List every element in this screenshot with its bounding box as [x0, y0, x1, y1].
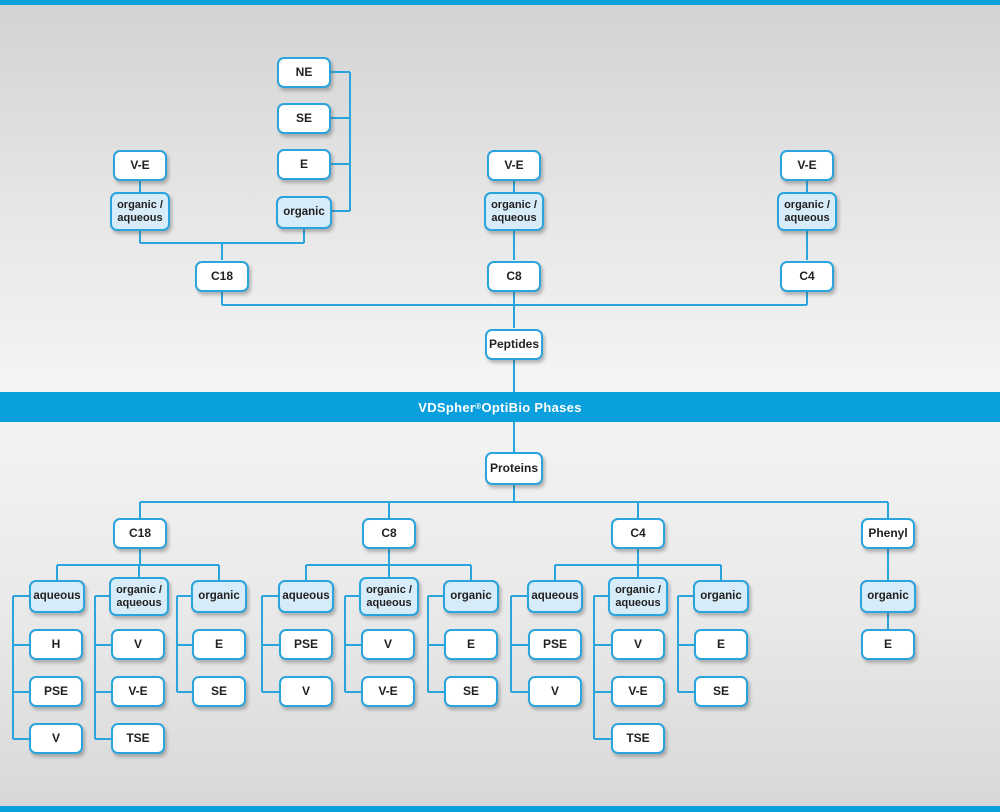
node-organic-aqueous-peptides-c8: organic / aqueous: [484, 192, 544, 231]
node-organic-aqueous-proteins-c8: organic / aqueous: [359, 577, 419, 616]
node-phase-pse: PSE: [279, 629, 333, 660]
node-c8-proteins: C8: [362, 518, 416, 549]
node-proteins-root: Proteins: [485, 452, 543, 485]
node-ve-peptides-c8: V-E: [487, 150, 541, 181]
node-phase-v: V: [279, 676, 333, 707]
node-organic-proteins-phenyl: organic: [860, 580, 916, 613]
node-ve-peptides-c4: V-E: [780, 150, 834, 181]
node-phase-v: V: [611, 629, 665, 660]
node-phase-se: SE: [192, 676, 246, 707]
node-phase-ve: V-E: [361, 676, 415, 707]
node-organic-aqueous-proteins-c4: organic / aqueous: [608, 577, 668, 616]
node-c18-peptides: C18: [195, 261, 249, 292]
banner-brand: VDSpher: [418, 399, 476, 415]
node-organic-peptides-c18: organic: [276, 196, 332, 229]
node-se-peptides-c18: SE: [277, 103, 331, 134]
node-ne-peptides-c18: NE: [277, 57, 331, 88]
node-phase-ve: V-E: [611, 676, 665, 707]
node-ve-peptides-c18: V-E: [113, 150, 167, 181]
node-phenyl-proteins: Phenyl: [861, 518, 915, 549]
node-phase-pse: PSE: [528, 629, 582, 660]
top-accent-bar: [0, 0, 1000, 5]
node-peptides-root: Peptides: [485, 329, 543, 360]
node-phase-h: H: [29, 629, 83, 660]
node-aqueous-proteins-c18: aqueous: [29, 580, 85, 613]
node-c4-proteins: C4: [611, 518, 665, 549]
node-phase-v: V: [111, 629, 165, 660]
node-organic-aqueous-peptides-c4: organic / aqueous: [777, 192, 837, 231]
node-phase-e: E: [192, 629, 246, 660]
banner-title-rest: OptiBio Phases: [481, 399, 582, 415]
node-organic-aqueous-proteins-c18: organic / aqueous: [109, 577, 169, 616]
node-aqueous-proteins-c8: aqueous: [278, 580, 334, 613]
bottom-accent-bar: [0, 806, 1000, 812]
node-phase-v: V: [29, 723, 83, 754]
node-aqueous-proteins-c4: aqueous: [527, 580, 583, 613]
node-phase-e: E: [444, 629, 498, 660]
node-phase-v: V: [361, 629, 415, 660]
node-phase-e: E: [694, 629, 748, 660]
node-c8-peptides: C8: [487, 261, 541, 292]
node-c4-peptides: C4: [780, 261, 834, 292]
node-phase-se: SE: [694, 676, 748, 707]
node-phase-ve: V-E: [111, 676, 165, 707]
node-phase-e: E: [861, 629, 915, 660]
node-organic-aqueous-peptides-c18: organic / aqueous: [110, 192, 170, 231]
node-organic-proteins-c4: organic: [693, 580, 749, 613]
node-organic-proteins-c18: organic: [191, 580, 247, 613]
node-c18-proteins: C18: [113, 518, 167, 549]
node-phase-tse: TSE: [111, 723, 165, 754]
node-phase-tse: TSE: [611, 723, 665, 754]
node-phase-pse: PSE: [29, 676, 83, 707]
node-organic-proteins-c8: organic: [443, 580, 499, 613]
node-phase-se: SE: [444, 676, 498, 707]
node-phase-v: V: [528, 676, 582, 707]
title-banner: VDSpher® OptiBio Phases: [0, 392, 1000, 422]
node-e-peptides-c18: E: [277, 149, 331, 180]
